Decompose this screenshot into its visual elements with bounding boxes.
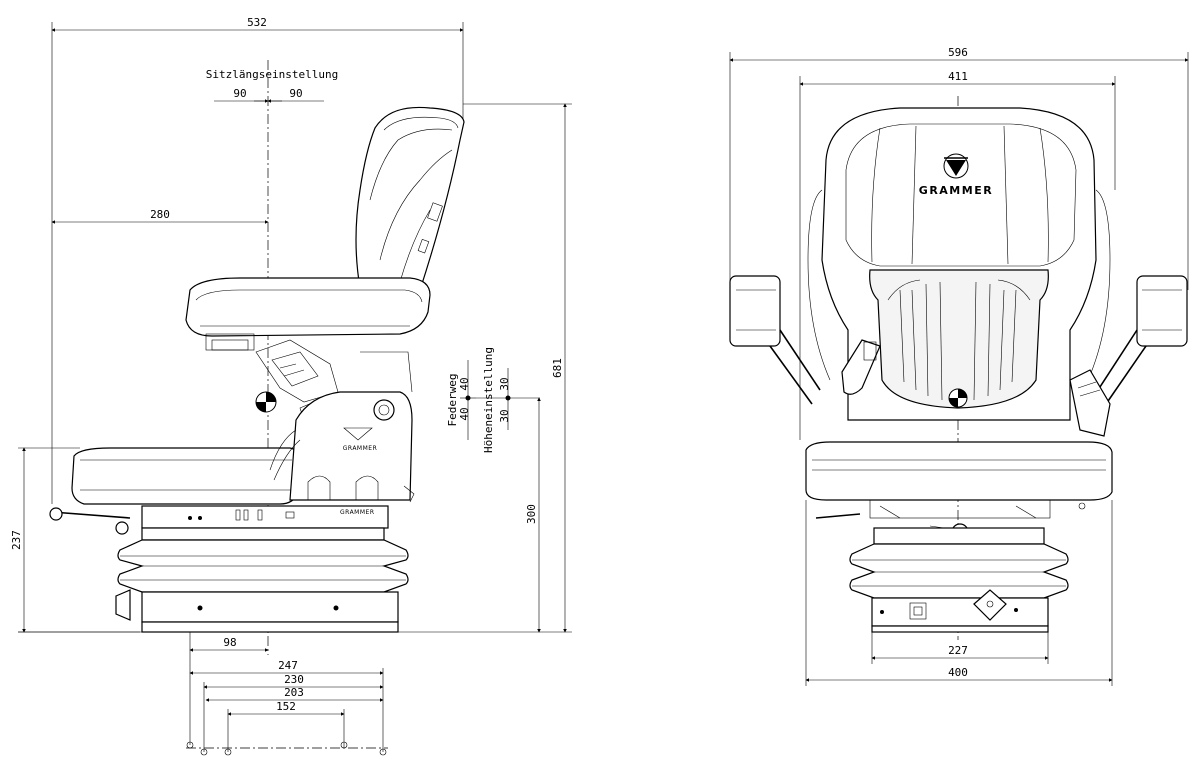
base-box-front [871,597,1049,627]
dim-280-label: 280 [150,208,170,221]
dim-base-height: 300 [525,397,541,633]
dim-98-label: 98 [223,636,236,649]
dim-532-label: 532 [247,16,267,29]
seat-front-drawing: GRAMMER [729,107,1188,633]
side-view: 532 Sitzlängseinstellung 90 90 280 681 [10,16,572,756]
armrest-side [185,277,431,337]
bellows-top [141,527,385,541]
controls-right-front [1069,369,1111,437]
dim-backrest-width: 411 [799,70,1116,440]
rail-hole-dims: 247 230 203 152 [186,659,388,756]
dim-237-label: 237 [10,530,23,550]
handwheel [115,589,131,621]
armrest-left-front [729,275,821,405]
federweg-label: Federweg [446,374,459,427]
brand-small-side: GRAMMER [343,445,378,452]
base-box [141,591,399,623]
dim-300-label: 300 [525,504,538,524]
brand-front: GRAMMER [919,184,993,197]
dim-height-adjust: Höheneinstellung 30 30 [476,347,540,453]
cushion-front [805,441,1113,501]
dim-400-label: 400 [948,666,968,679]
dim-base-width: 227 [871,632,1049,664]
dim-230-label: 230 [284,673,304,686]
dim-cushion-width: 400 [805,500,1113,686]
sitz-laengs-label: Sitzlängseinstellung [206,68,338,81]
dim-90-aft: 90 [289,87,302,100]
hoehen-label: Höheneinstellung [482,347,495,453]
dim-203-label: 203 [284,686,304,699]
dim-40-up: 40 [458,377,471,390]
dim-681-label: 681 [551,358,564,378]
dim-411-label: 411 [948,70,968,83]
dim-overall-height: 681 [463,103,572,633]
dim-overall-width: 596 [729,46,1189,290]
backrest-side [355,106,465,291]
dim-fore-aft-adjust: Sitzlängseinstellung 90 90 [206,68,338,103]
dim-90-fore: 90 [233,87,246,100]
dim-suspension-travel: Federweg 40 40 [446,360,476,440]
dim-227-label: 227 [948,644,968,657]
grammer-logo-front: GRAMMER [919,153,993,197]
brand-plate: GRAMMER [340,509,375,516]
dim-overall-depth: 532 [51,16,464,504]
lumbar-channels [869,269,1049,409]
armrest-right-front [1097,275,1188,405]
dim-seat-reference: 280 [51,208,269,224]
dim-40-down: 40 [458,407,471,420]
front-view: 596 411 [729,46,1189,686]
seat-cushion-side [71,447,301,505]
bellows-front [849,543,1069,599]
dim-596-label: 596 [948,46,968,59]
dim-base-offset: 98 [189,632,269,745]
dim-30-down: 30 [498,409,511,422]
seat-side-drawing: GRAMMER GRAMMER [49,106,465,633]
dim-152-label: 152 [276,700,296,713]
dim-247-label: 247 [278,659,298,672]
dim-30-up: 30 [498,377,511,390]
centre-marker-front [948,388,968,408]
centre-marker-side [255,391,277,413]
